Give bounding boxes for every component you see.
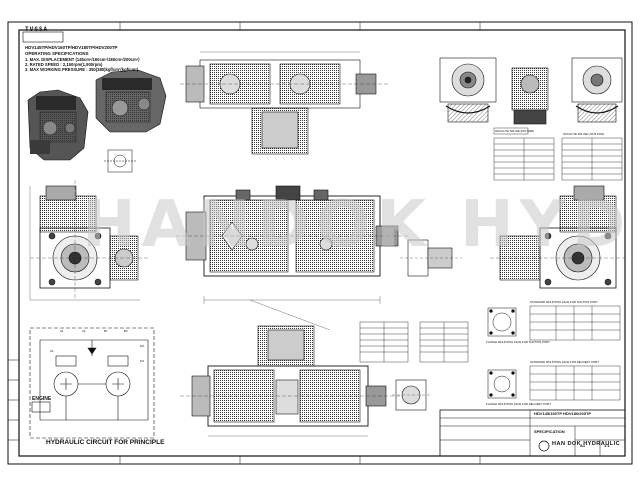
model-header: HDV145TP/HDV160TP/HDV180TP/HDV200TP xyxy=(25,45,118,50)
flange-delivery-detail xyxy=(487,369,517,399)
view-detail xyxy=(104,149,136,173)
end-view-middle xyxy=(511,67,549,125)
logo-box xyxy=(22,31,64,43)
engine-label: ENGINE xyxy=(32,396,52,402)
flange-suction-detail xyxy=(487,307,517,337)
rear-end-view xyxy=(490,185,625,289)
port-label-b1: B1 xyxy=(104,329,108,333)
spec-line-2: 2. RATED SPEED : 2,150rpm(1,900rpm) xyxy=(25,62,103,67)
title-block-logo: TVGSA xyxy=(25,26,49,33)
isometric-pump-view-1 xyxy=(27,89,89,161)
main-side-view xyxy=(176,185,410,331)
hydraulic-circuit xyxy=(29,327,155,439)
end-view-left xyxy=(439,57,497,123)
port-label-dr1: Dr1 xyxy=(140,344,145,348)
watermark: HANDOK HYD xyxy=(82,188,632,262)
spline-left-title: INVOLUTE SPLINE (DIN 5480) xyxy=(495,129,535,133)
sheet-frame xyxy=(7,21,633,465)
bottom-spline-tables xyxy=(359,321,469,363)
title-block-doc: SPECIFICATION xyxy=(534,429,565,434)
flange-delivery-caption: FLANGE MOUNTING FACE FOR DELIVERY PORT xyxy=(486,402,551,406)
circuit-caption: HYDRAULIC CIRCUIT FOR PRINCIPLE xyxy=(46,439,165,446)
spec-line-3: 3. MAX WORKING PRESSURE : 350(380)kgf/cm… xyxy=(25,67,139,72)
shaft-end-detail xyxy=(400,239,462,277)
isometric-pump-view-2 xyxy=(95,69,167,133)
port-label-b3: B3 xyxy=(124,329,128,333)
port-label-a3: A3 xyxy=(50,349,54,353)
title-block-size: A1 xyxy=(580,443,586,448)
title-block-scale: 1:1 xyxy=(604,443,610,448)
side-detail xyxy=(392,379,430,411)
spline-tables xyxy=(493,127,623,181)
port-label-a1: A1 xyxy=(60,329,64,333)
end-view-right xyxy=(571,57,623,123)
company-name: HAN DOK HYDRAULIC xyxy=(552,441,621,447)
front-end-view xyxy=(29,180,150,301)
flange-suction-table xyxy=(529,305,621,341)
title-block-model: HDV145/160TP HDV180/200TP xyxy=(534,411,592,416)
flange-delivery-title: STANDARD MOUNTING FACE FOR DELIVERY PORT xyxy=(530,360,599,364)
company-logo-icon xyxy=(538,440,550,452)
top-view-pump xyxy=(180,51,390,155)
flange-suction-title: STANDARD MOUNTING FACE FOR SUCTION PORT xyxy=(530,300,598,304)
flange-delivery-table xyxy=(529,365,621,401)
title-block xyxy=(439,409,626,457)
port-label-pi1: Pi1 xyxy=(140,359,145,363)
spec-line-1: 1. MAX. DISPLACEMENT (145cm³/160cm³/180c… xyxy=(25,57,140,62)
bottom-view-pump xyxy=(180,325,400,437)
flange-suction-caption: FLANGE MOUNTING FACE FOR SUCTION PORT xyxy=(486,340,550,344)
spline-right-title: INVOLUTE SPLINE (JIS B 1603) xyxy=(563,132,605,136)
specs-title: OPERATING SPECIFICATIONS xyxy=(25,51,89,56)
port-label-a2: A2 xyxy=(82,329,86,333)
